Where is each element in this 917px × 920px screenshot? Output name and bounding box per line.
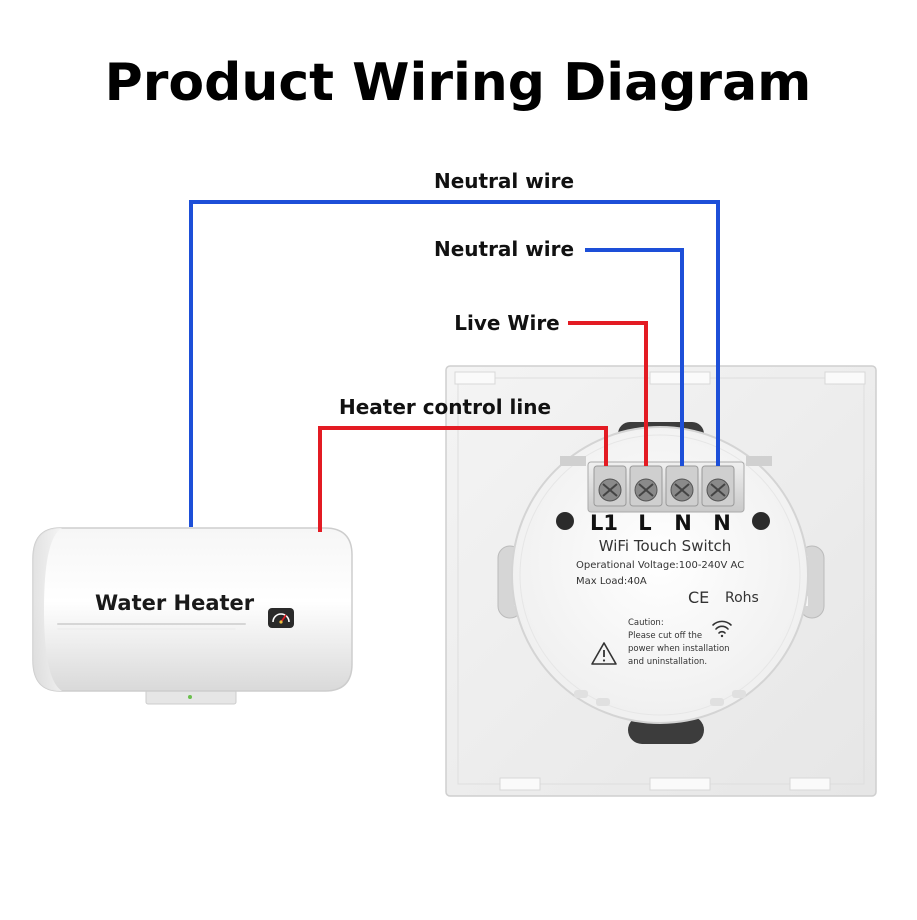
water-heater (32, 527, 353, 705)
terminal-label-n1: N (674, 511, 692, 535)
terminal-screw (634, 478, 658, 502)
terminal-label-l: L (638, 511, 651, 535)
warning-icon (591, 642, 617, 665)
page-title: Product Wiring Diagram (105, 53, 812, 113)
rohs-mark: Rohs (725, 590, 759, 606)
live-wire (568, 321, 648, 466)
neutral-wire-outer (189, 200, 720, 527)
terminal-screw (706, 478, 730, 502)
switch-voltage: Operational Voltage:100-240V AC (576, 560, 744, 571)
terminal-screw (598, 478, 622, 502)
heater-control-line (318, 426, 608, 532)
caution-line: Please cut off the (628, 631, 702, 641)
switch-name: WiFi Touch Switch (599, 537, 732, 555)
terminal-label-l1: L1 (590, 511, 618, 535)
screw-hole-left (556, 512, 574, 530)
caution-title: Caution: (628, 618, 664, 628)
caution-line: and uninstallation. (628, 657, 707, 667)
wifi-icon (712, 620, 732, 638)
gauge-icon (268, 608, 294, 628)
ce-mark: CE (688, 588, 709, 607)
heater-control-line-label: Heater control line (339, 395, 551, 419)
neutral-wire-label-inner: Neutral wire (434, 237, 574, 261)
screw-hole-right (752, 512, 770, 530)
terminal-block (560, 456, 772, 513)
terminal-label-n2: N (713, 511, 731, 535)
caution-line: power when installation (628, 644, 730, 654)
live-wire-label: Live Wire (454, 311, 560, 335)
neutral-wire-label-outer: Neutral wire (434, 169, 574, 193)
neutral-wire-inner (585, 248, 684, 466)
switch-max-load: Max Load:40A (576, 576, 647, 587)
terminal-screw (670, 478, 694, 502)
heater-label: Water Heater (95, 591, 255, 615)
